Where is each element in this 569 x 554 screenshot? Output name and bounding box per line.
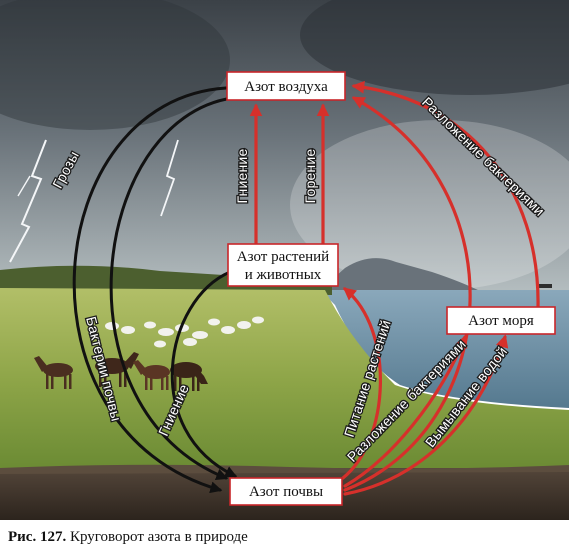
ship <box>536 284 552 288</box>
arrow-soil-to-air <box>343 96 472 492</box>
lightning-bolt <box>160 139 179 217</box>
nitrogen-cycle-figure: Азот воздуха Азот растений и животных Аз… <box>0 0 569 520</box>
tree-line <box>0 265 332 295</box>
storm-cloud <box>0 0 230 130</box>
lightning-bolt <box>17 175 31 197</box>
horse <box>95 352 139 387</box>
node-sea-label: Азот моря <box>468 313 534 329</box>
arrow-thunderstorms <box>72 86 228 494</box>
horse <box>34 356 73 389</box>
figure-caption: Рис. 127. Круговорот азота в природе <box>8 529 563 546</box>
arrow-sea-to-air <box>351 80 540 309</box>
horse <box>133 360 170 390</box>
arrow-bacterial-decomposition-bottom <box>343 334 468 488</box>
node-soil-label: Азот почвы <box>249 484 323 500</box>
sky-light-patch <box>290 120 569 290</box>
distant-hills <box>318 258 482 292</box>
arrow-soil-bacteria <box>109 96 234 481</box>
figure-number: Рис. 127. <box>8 529 67 545</box>
node-air-label: Азот воздуха <box>244 79 328 95</box>
storm-cloud <box>300 0 569 95</box>
arrow-leaching <box>343 334 509 496</box>
label-combustion: Горение <box>302 149 318 204</box>
arrow-plant-nutrition <box>341 287 382 480</box>
node-plants-animals-nitrogen: Азот растений и животных <box>227 243 339 287</box>
label-decay-up: Гниение <box>234 149 250 204</box>
node-air-nitrogen: Азот воздуха <box>226 71 346 101</box>
node-sea-nitrogen: Азот моря <box>446 306 556 335</box>
horse <box>170 362 208 391</box>
figure-title: Круговорот азота в природе <box>69 529 248 545</box>
sheep-flock <box>105 316 264 348</box>
node-soil-nitrogen: Азот почвы <box>229 477 343 506</box>
lightning-bolt <box>9 139 47 263</box>
node-plants-label-line2: и животных <box>245 267 322 283</box>
node-plants-label-line1: Азот растений <box>237 249 329 265</box>
soil-edge <box>0 464 569 474</box>
arrow-decay-down <box>170 270 238 478</box>
